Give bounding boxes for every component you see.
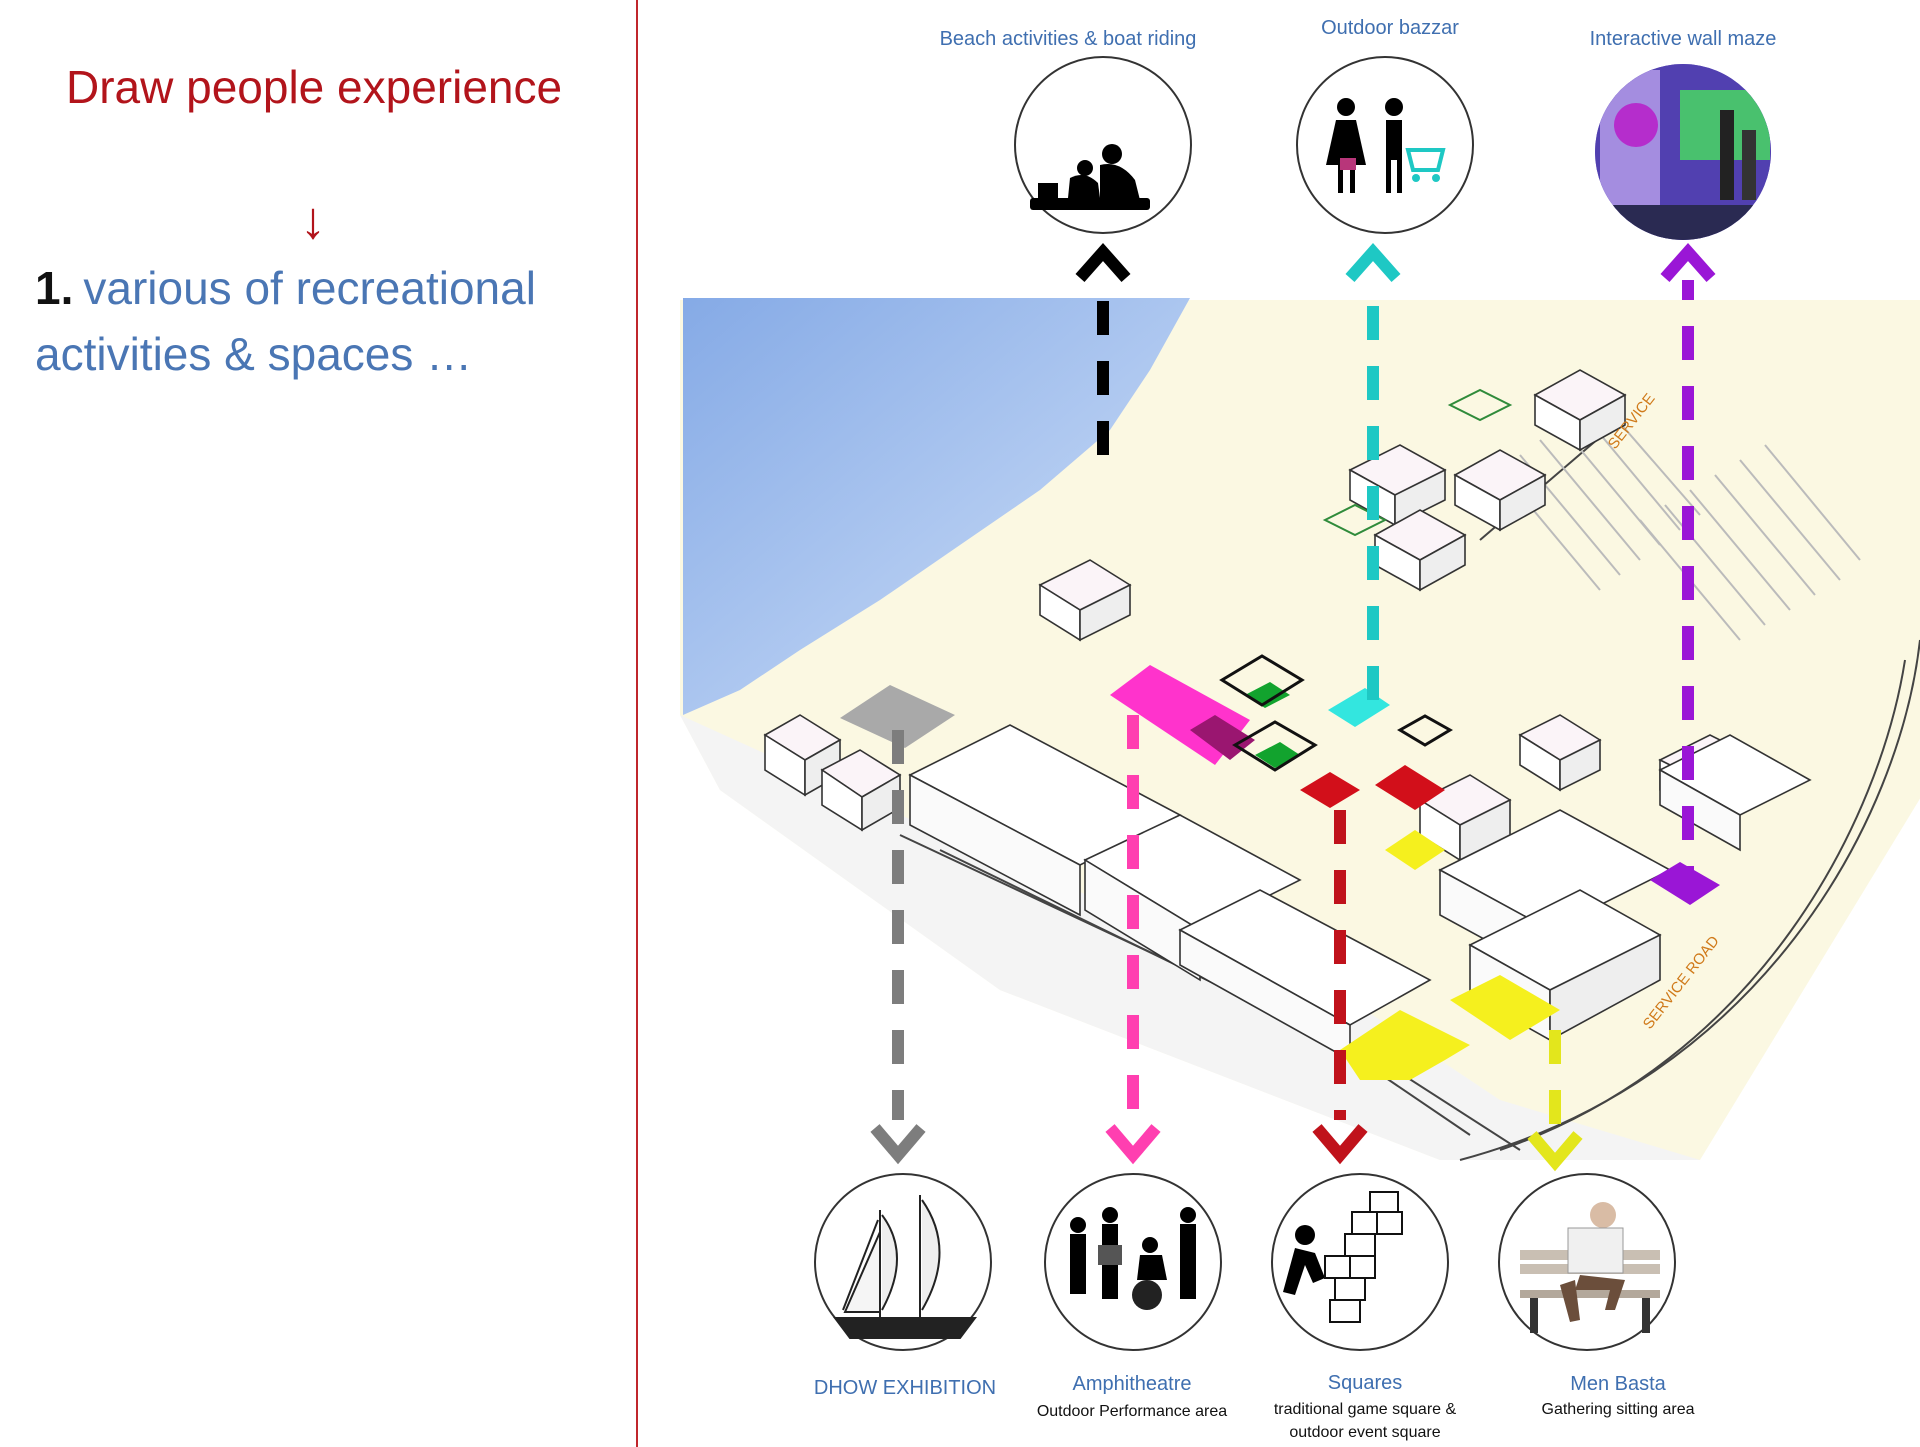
green-square [1255,742,1300,768]
label-beach: Beach activities & boat riding [939,28,1197,50]
building-complex [1178,889,1432,1062]
arrowhead-up [1075,242,1131,282]
subtitle-squares: traditional game square & outdoor event … [1273,1401,1457,1441]
basta-zone [1450,975,1560,1040]
flow-arrows [892,280,1694,1130]
arrow-heads [870,242,1716,1172]
shoppers-with-cart-icon [1326,98,1446,193]
arrowhead-down [870,1124,926,1165]
basta-circle [1498,1173,1676,1351]
building [1453,449,1547,532]
squares-circle [1271,1173,1449,1351]
subtitle-amph: Outdoor Performance area [1036,1403,1228,1420]
building [1418,774,1512,862]
dhow-zone [840,685,955,748]
building [1533,369,1627,452]
building [763,714,842,797]
label-bazzar: Outdoor bazzar [1321,17,1459,39]
amph-circle [1044,1173,1222,1351]
building [1348,444,1447,527]
squares-zone [1375,765,1445,810]
basta-zone [1385,830,1445,870]
label-basta: Men Basta [1570,1373,1666,1395]
arrowhead-up [1660,242,1716,282]
label-squares: Squares [1327,1372,1403,1394]
sailing-ship-icon [833,1195,977,1339]
people-on-beach-icon [1030,144,1150,210]
point-text: 1.various of recreational activities & s… [35,255,536,387]
squares-zone [1300,772,1360,808]
arrowhead-down [1312,1124,1368,1165]
building [820,749,902,832]
building [1373,509,1467,592]
musicians-icon [1070,1207,1196,1310]
maze-circle [1595,64,1771,240]
building [1038,559,1132,642]
beach-circle [1014,56,1192,234]
green-courtyards [1322,388,1513,537]
building [1518,714,1602,792]
arrowhead-down [1105,1124,1161,1165]
point-number: 1. [35,262,74,314]
arrowhead-down [1527,1131,1583,1172]
arrowhead-up [1345,242,1401,282]
man-on-bench-icon [1520,1202,1660,1333]
building-complex [908,724,1182,917]
label-maze: Interactive wall maze [1589,28,1777,50]
subtitle-basta: Gathering sitting area [1541,1401,1695,1418]
vertical-divider [636,0,638,1447]
basta-zone [1340,1010,1470,1080]
point-line-1: various of recreational [83,262,536,314]
outlined-squares [1219,654,1453,772]
dhow-circle [814,1173,992,1351]
hopscotch-icon [1283,1191,1403,1323]
label-dhow: DHOW EXHIBITION [813,1377,997,1399]
interactive-wall-photo [1595,64,1771,240]
building-complex [1658,734,1812,852]
page-title: Draw people experience [66,61,563,113]
point-line-2: activities & spaces … [35,328,473,380]
sea-area [683,298,1190,715]
bazzar-circle [1296,56,1474,234]
label-amph: Amphitheatre [1072,1373,1192,1395]
down-arrow-icon: ↓ [300,192,326,250]
